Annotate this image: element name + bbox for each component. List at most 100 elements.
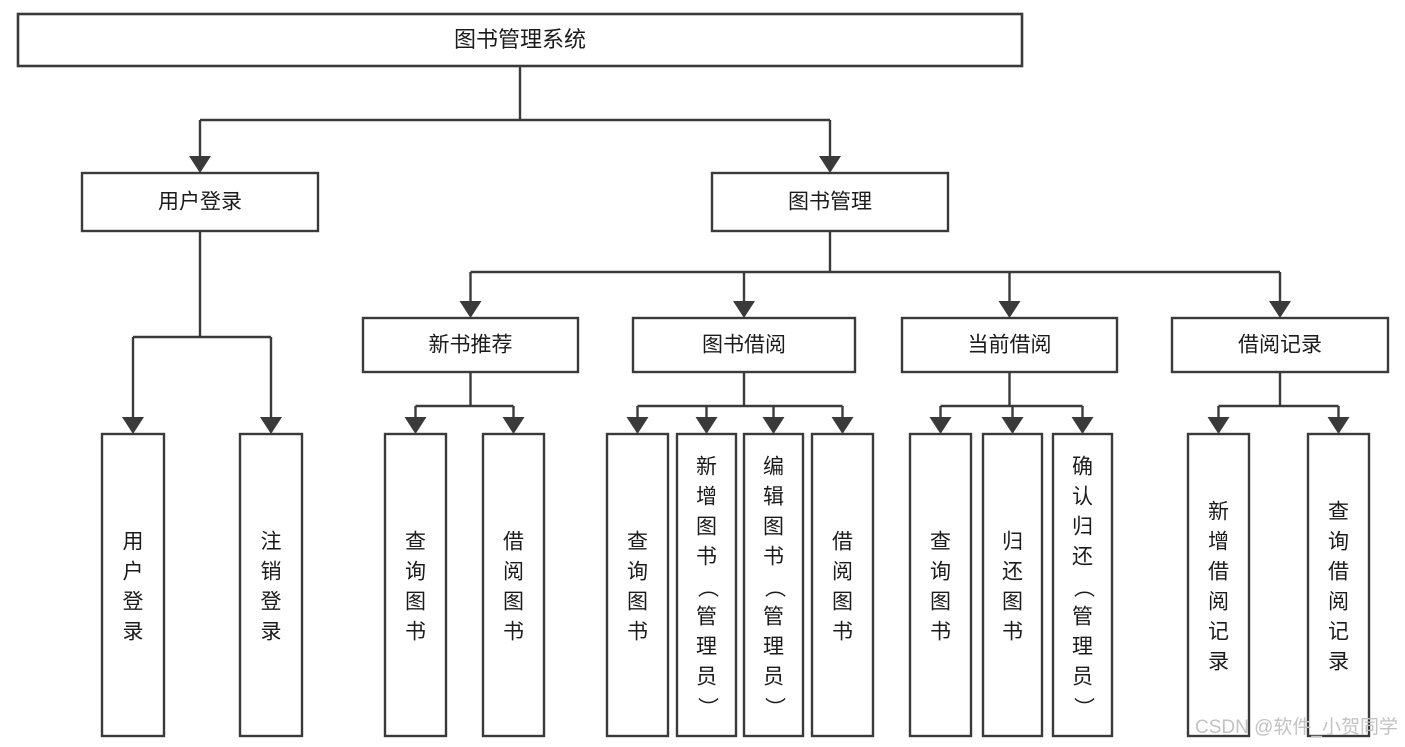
node-label-char: 增 <box>696 485 717 508</box>
node-box-leaf-return-book[interactable] <box>981 432 1044 738</box>
arrow-head-icon <box>260 417 282 434</box>
node-label-current-borrow: 当前借阅 <box>968 334 1052 357</box>
node-label-char: 书 <box>832 620 853 643</box>
node-box-leaf-logout[interactable] <box>238 432 304 738</box>
arrow-head-icon <box>733 301 755 318</box>
node-label-char: 询 <box>405 560 426 583</box>
node-box-leaf-query-record[interactable] <box>1306 432 1371 738</box>
node-box-leaf-add-book[interactable] <box>675 432 738 738</box>
node-box-leaf-add-record[interactable] <box>1186 432 1251 738</box>
node-label-char: 管 <box>696 605 717 628</box>
node-label-char: 借 <box>832 530 853 553</box>
node-label-char: 书 <box>1002 620 1023 643</box>
node-box-user-login[interactable] <box>80 171 320 233</box>
node-user-login[interactable]: 用户登录 <box>80 171 320 233</box>
node-label-user-login: 用户登录 <box>158 191 242 214</box>
node-label-char: 书 <box>503 620 524 643</box>
node-box-leaf-query-book-current[interactable] <box>908 432 973 738</box>
node-label-book-borrow: 图书借阅 <box>702 334 786 357</box>
node-label-root: 图书管理系统 <box>454 27 586 52</box>
node-borrow-record[interactable]: 借阅记录 <box>1170 316 1390 374</box>
node-box-borrow-record[interactable] <box>1170 316 1390 374</box>
node-label-char: 注 <box>261 530 282 553</box>
node-label-char: 员 <box>696 665 717 688</box>
node-box-new-book-rec[interactable] <box>361 316 580 374</box>
node-label-char: 理 <box>696 635 717 658</box>
arrow-head-icon <box>1001 417 1024 434</box>
node-label-char: 新 <box>696 455 717 478</box>
node-label-char: 编 <box>763 455 784 478</box>
node-leaf-user-login[interactable]: 用户登录 <box>100 432 166 738</box>
node-box-leaf-query-book-borrow[interactable] <box>605 432 670 738</box>
node-root[interactable]: 图书管理系统 <box>16 12 1024 68</box>
node-label-char: 图 <box>696 515 717 538</box>
node-label-char: 录 <box>123 620 144 643</box>
watermark-label: CSDN @软件_小贺同学 <box>1195 716 1398 738</box>
node-label-char: 书 <box>930 620 951 643</box>
node-label-new-book-rec: 新书推荐 <box>429 334 513 357</box>
node-new-book-rec[interactable]: 新书推荐 <box>361 316 580 374</box>
node-label-char: 查 <box>405 530 426 553</box>
node-box-root[interactable] <box>16 12 1024 68</box>
node-box-leaf-query-book-rec[interactable] <box>383 432 448 738</box>
node-book-manage[interactable]: 图书管理 <box>710 171 950 233</box>
node-label-char: ） <box>1072 697 1095 718</box>
node-box-book-borrow[interactable] <box>631 316 857 374</box>
arrow-head-icon <box>1207 417 1230 434</box>
node-label-char: 归 <box>1072 515 1093 538</box>
node-label-char: 理 <box>1072 635 1093 658</box>
arrow-head-icon <box>831 417 854 434</box>
node-label-char: 借 <box>1208 560 1229 583</box>
node-box-leaf-borrow-book-rec[interactable] <box>481 432 546 738</box>
connector-group-user-login <box>122 231 282 434</box>
node-label-borrow-record: 借阅记录 <box>1238 334 1322 357</box>
connector-group-book-manage <box>459 231 1291 318</box>
node-label-char: 新 <box>1208 500 1229 523</box>
node-box-leaf-confirm-return[interactable] <box>1051 432 1114 738</box>
node-label-char: 阅 <box>832 560 853 583</box>
node-label-char: 记 <box>1328 620 1349 643</box>
node-label-char: 销 <box>261 560 282 583</box>
node-label-char: 登 <box>261 590 282 613</box>
node-label-char: 查 <box>930 530 951 553</box>
node-box-current-borrow[interactable] <box>900 316 1119 374</box>
node-label-char: 借 <box>503 530 524 553</box>
node-label-char: ） <box>763 697 786 718</box>
node-label-char: 阅 <box>1208 590 1229 613</box>
arrow-head-icon <box>1327 417 1350 434</box>
arrow-head-icon <box>819 156 841 173</box>
node-box-leaf-borrow-book[interactable] <box>810 432 875 738</box>
node-label-char: 图 <box>627 590 648 613</box>
node-label-char: 图 <box>930 590 951 613</box>
node-current-borrow[interactable]: 当前借阅 <box>900 316 1119 374</box>
arrow-head-icon <box>1071 417 1094 434</box>
node-box-leaf-user-login[interactable] <box>100 432 166 738</box>
arrow-head-icon <box>929 417 952 434</box>
node-box-book-manage[interactable] <box>710 171 950 233</box>
node-box-leaf-edit-book[interactable] <box>742 432 805 738</box>
node-book-borrow[interactable]: 图书借阅 <box>631 316 857 374</box>
arrow-head-icon <box>459 301 482 318</box>
arrow-head-icon <box>502 417 525 434</box>
node-label-char: 用 <box>123 530 144 553</box>
node-label-char: 查 <box>1328 500 1349 523</box>
node-label-char: 书 <box>696 545 717 568</box>
node-label-char: 登 <box>123 590 144 613</box>
node-label-char: 询 <box>627 560 648 583</box>
node-label-char: 图 <box>405 590 426 613</box>
arrow-head-icon <box>189 156 211 173</box>
node-label-char: 归 <box>1002 530 1023 553</box>
